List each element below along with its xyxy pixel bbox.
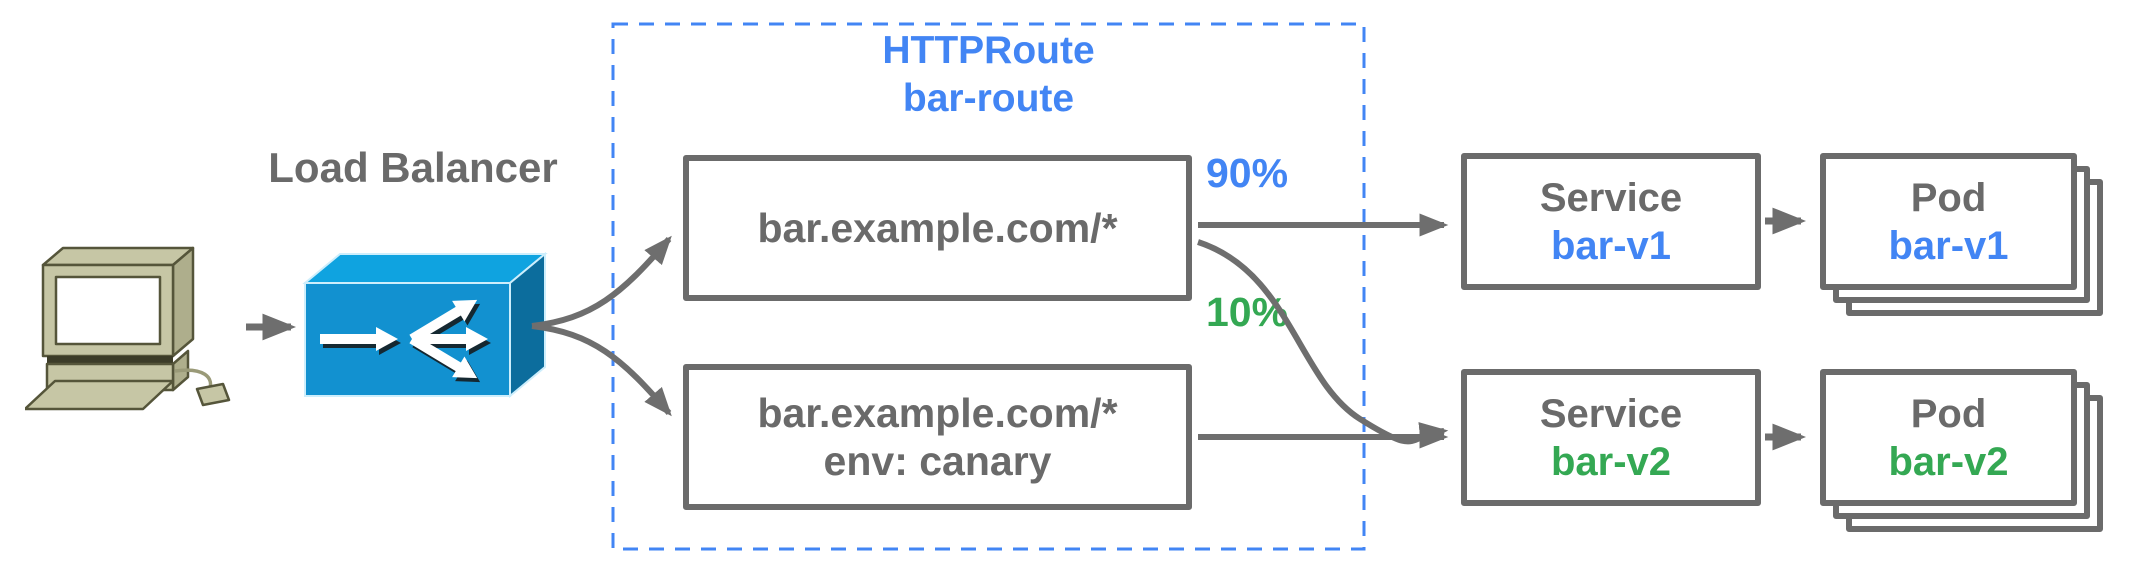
monitor-top-face: [41, 246, 195, 267]
pod-bar-v1-type: Pod: [1910, 175, 1987, 220]
route-rule-2-host: bar.example.com/*: [757, 389, 1118, 436]
service-bar-v1-box: Service bar-v1: [1461, 153, 1761, 290]
mouse: [195, 382, 231, 407]
monitor-side-face: [171, 246, 195, 358]
load-balancer-icon: [302, 251, 548, 399]
pod-bar-v2-box: Pod bar-v2: [1820, 369, 2077, 506]
arrow-lb-to-rule1: [531, 235, 672, 329]
weight-10-label: 10%: [1206, 289, 1289, 335]
pod-bar-v2-type: Pod: [1910, 391, 1987, 436]
lb-arrow-out-down: [409, 334, 478, 379]
lb-arrow-in: [320, 327, 398, 351]
load-balancer-label: Load Balancer: [268, 144, 558, 191]
desktop-computer-icon: [25, 246, 231, 411]
route-rule-1-box: bar.example.com/*: [683, 155, 1192, 301]
lb-top-face: [302, 253, 548, 284]
route-rule-2-box: bar.example.com/* env: canary: [683, 364, 1192, 510]
pod-bar-v1-name: bar-v1: [1888, 223, 2009, 268]
service-bar-v2-type: Service: [1539, 391, 1683, 436]
route-rule-1-host: bar.example.com/*: [757, 204, 1118, 251]
lb-arrows: [320, 299, 488, 379]
lb-arrow-out-up: [409, 299, 478, 344]
service-bar-v2-name: bar-v2: [1550, 439, 1672, 484]
httproute-kind: HTTPRoute: [882, 29, 1095, 72]
monitor-shadow-strip: [47, 356, 173, 364]
arrow-lb-to-rule2: [531, 323, 672, 417]
route-rule-2-header-match: env: canary: [823, 438, 1052, 484]
computer-shapes: [25, 246, 231, 411]
arrow-rule1-to-service-v2-10: [1197, 239, 1449, 446]
keyboard: [25, 379, 175, 411]
service-bar-v2-box: Service bar-v2: [1461, 369, 1761, 506]
monitor-screen: [54, 275, 162, 346]
httproute-title: HTTPRoute bar-route: [612, 27, 1365, 123]
pod-bar-v2-name: bar-v2: [1888, 439, 2009, 484]
service-bar-v1-name: bar-v1: [1550, 223, 1672, 268]
pod-bar-v1-box: Pod bar-v1: [1820, 153, 2077, 290]
weight-90-label: 90%: [1206, 150, 1289, 196]
service-bar-v1-type: Service: [1539, 175, 1683, 220]
httproute-name: bar-route: [902, 77, 1075, 120]
lb-arrow-out-right: [412, 327, 488, 351]
